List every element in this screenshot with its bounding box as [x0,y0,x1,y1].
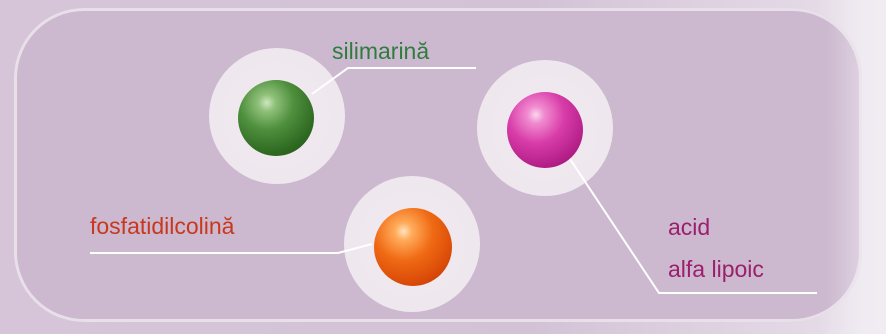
leader-line-silimarina [311,67,476,95]
leader-line-fosfatidilcolina [90,243,373,254]
label-acid: acid [668,214,711,240]
label-fosfatidilcolina: fosfatidilcolină [90,213,235,239]
right-edge-fade [826,0,886,334]
label-alfa-lipoic: alfa lipoic [668,256,764,282]
leader-line-acid-alfa-lipoic [563,149,817,294]
label-silimarina: silimarină [332,38,430,64]
fosfatidilcolina-sphere [374,208,452,286]
silimarina-sphere [238,80,314,156]
acid-alfa-lipoic-sphere [507,92,583,168]
